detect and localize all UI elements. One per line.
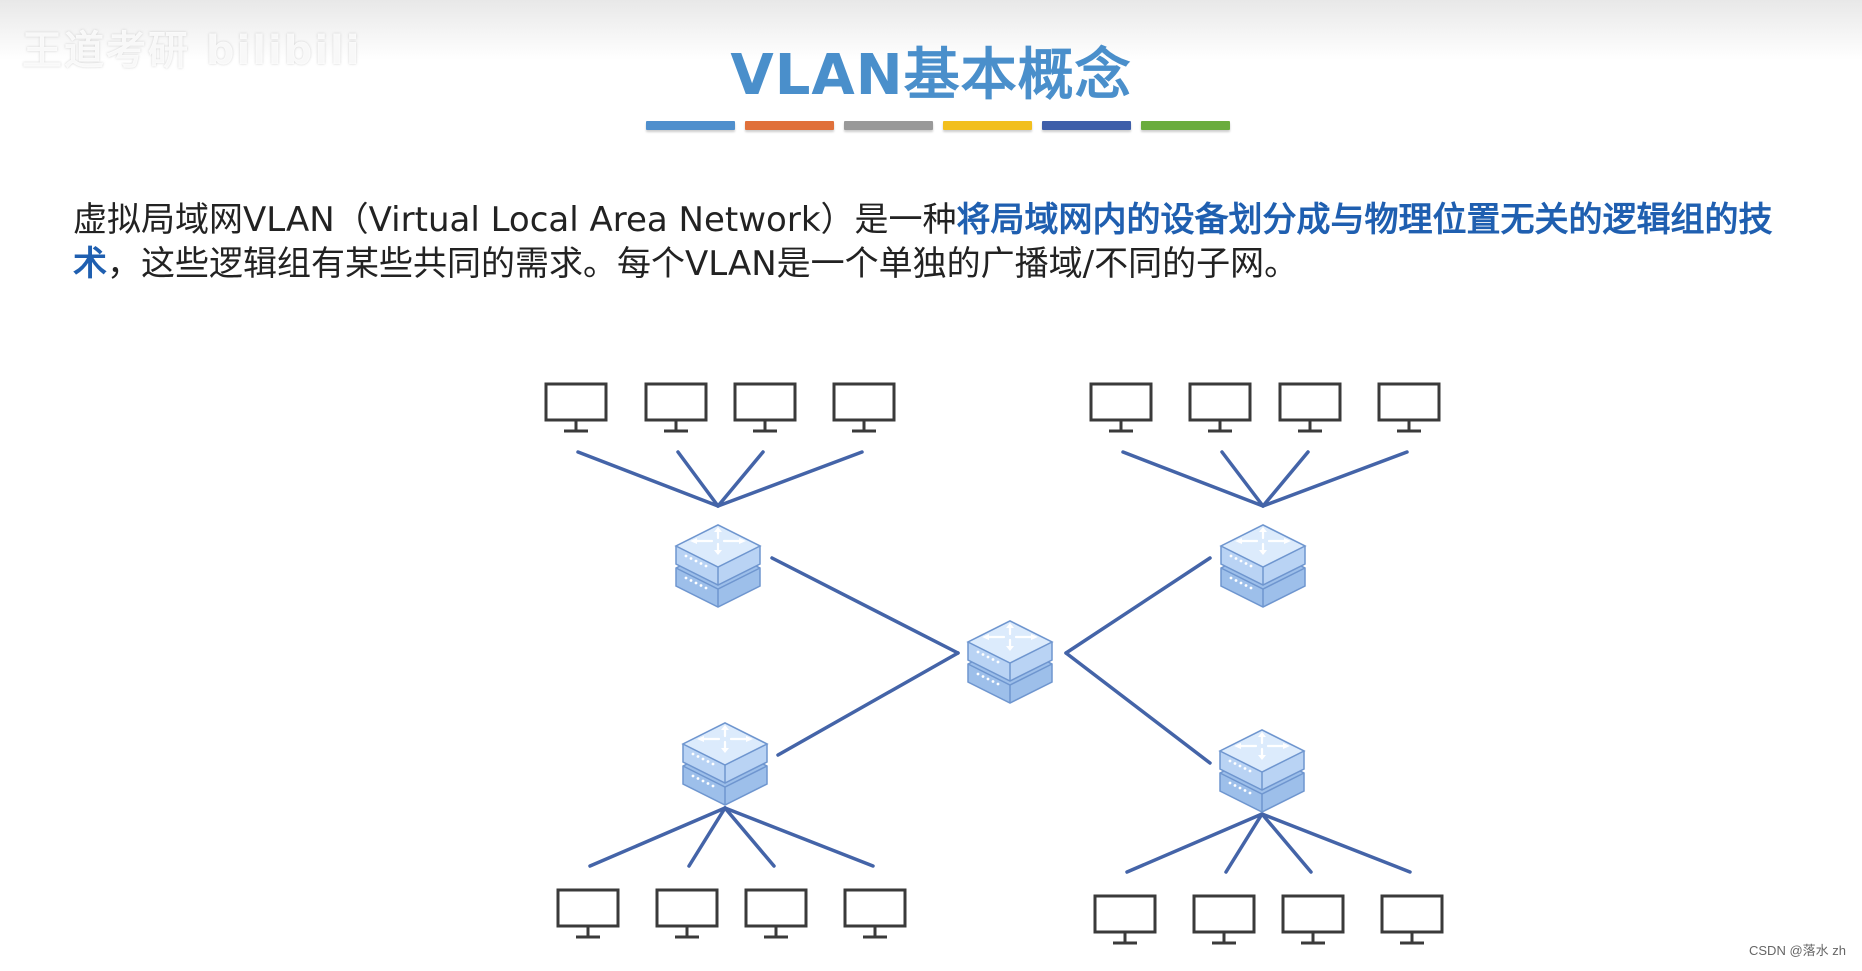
computer-monitor-icon: [744, 888, 808, 939]
host-link: [1261, 450, 1409, 508]
computer-monitor-icon: [832, 382, 896, 433]
core-uplink-link: [1064, 651, 1212, 765]
title-color-bars: [646, 121, 1230, 130]
host-link: [1260, 812, 1313, 874]
video-watermark: 王道考研 bilibili: [22, 28, 362, 74]
switch-icon: [1219, 523, 1307, 609]
computer-monitor-icon: [1192, 894, 1256, 945]
host-link: [1261, 450, 1310, 508]
page-title: VLAN基本概念: [730, 43, 1132, 108]
host-link: [676, 450, 720, 508]
host-link: [716, 450, 864, 508]
switch-icon: [681, 721, 769, 807]
switch-icon: [966, 619, 1054, 705]
host-link: [1260, 812, 1412, 874]
host-link: [723, 806, 776, 868]
computer-monitor-icon: [1377, 382, 1441, 433]
definition-text: 虚拟局域网VLAN（Virtual Local Area Network）是一种: [73, 200, 957, 240]
color-bar-2: [745, 121, 834, 130]
computer-monitor-icon: [733, 382, 797, 433]
computer-monitor-icon: [644, 382, 708, 433]
computer-monitor-icon: [1188, 382, 1252, 433]
definition-highlight: 将局域网内的设备划分成与物理位置无关的逻辑组的技术: [73, 200, 1773, 284]
computer-monitor-icon: [1278, 382, 1342, 433]
host-link: [687, 806, 727, 868]
color-bar-5: [1042, 121, 1131, 130]
color-bar-6: [1141, 121, 1230, 130]
color-bar-3: [844, 121, 933, 130]
host-link: [576, 450, 720, 508]
color-bar-1: [646, 121, 735, 130]
computer-monitor-icon: [843, 888, 907, 939]
computer-monitor-icon: [655, 888, 719, 939]
computer-monitor-icon: [544, 382, 608, 433]
host-link: [588, 806, 727, 868]
switch-icon: [1218, 728, 1306, 814]
core-uplink-link: [776, 651, 960, 757]
core-uplink-link: [770, 556, 960, 655]
computer-monitor-icon: [556, 888, 620, 939]
host-link: [723, 806, 875, 868]
host-link: [1125, 812, 1264, 874]
computer-monitor-icon: [1380, 894, 1444, 945]
computer-monitor-icon: [1281, 894, 1345, 945]
host-link: [1121, 450, 1265, 508]
switch-icon: [674, 523, 762, 609]
computer-monitor-icon: [1089, 382, 1153, 433]
core-uplink-link: [1064, 556, 1212, 655]
csdn-watermark: CSDN @落水 zh: [1749, 943, 1846, 958]
top-fade-bar: [0, 0, 1862, 60]
host-link: [716, 450, 765, 508]
definition-paragraph: 虚拟局域网VLAN（Virtual Local Area Network）是一种…: [73, 198, 1833, 286]
color-bar-4: [943, 121, 1032, 130]
computer-monitor-icon: [1093, 894, 1157, 945]
host-link: [1224, 812, 1264, 874]
host-link: [1220, 450, 1265, 508]
definition-text-2: ，这些逻辑组有某些共同的需求。每个VLAN是一个单独的广播域/不同的子网。: [107, 244, 1299, 284]
